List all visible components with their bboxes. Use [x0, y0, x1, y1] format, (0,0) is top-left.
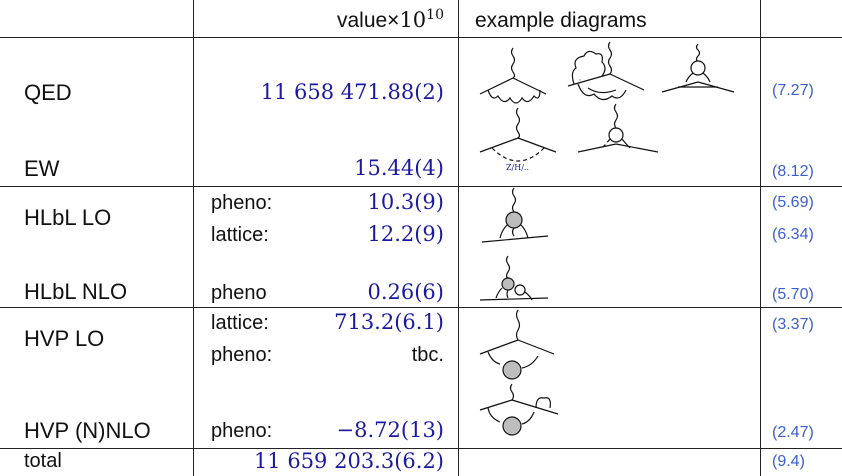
rule-hlbl-hvp — [0, 307, 842, 308]
value-hvp-nnlo: −8.72(13) — [336, 418, 444, 442]
rule-col1 — [193, 0, 194, 476]
sub-hlbl-lo-pheno: pheno: — [211, 192, 273, 214]
diagram-ew-label: Z/H/.. — [506, 163, 529, 172]
diagram-hvp-lo — [479, 309, 555, 380]
ref-hvp-lo-lattice: (3.37) — [772, 316, 814, 333]
label-qed: QED — [24, 80, 72, 105]
rule-top — [0, 37, 842, 38]
value-hlbl-nlo: 0.26(6) — [367, 280, 444, 304]
diagram-qed-3 — [661, 43, 735, 93]
ref-hlbl-lo-pheno: (5.69) — [772, 194, 814, 211]
value-hlbl-lo-lattice: 12.2(9) — [367, 222, 444, 246]
label-hvp-nnlo: HVP (N)NLO — [24, 418, 151, 443]
rule-col3 — [760, 0, 761, 476]
sub-hlbl-lo-lattice: lattice: — [211, 224, 269, 246]
sub-hvp-nnlo: pheno: — [211, 420, 273, 442]
label-total: total — [24, 450, 62, 472]
rule-ew-hlbl — [0, 186, 842, 187]
label-hvp-lo: HVP LO — [24, 326, 105, 351]
value-hvp-lo-lattice: 713.2(6.1) — [334, 310, 444, 334]
diagram-qed-2 — [567, 41, 645, 101]
header-value-base: 10 — [399, 8, 427, 32]
ref-hvp-nnlo: (2.47) — [772, 424, 814, 441]
rule-total — [0, 448, 842, 449]
label-hlbl-nlo: HLbL NLO — [24, 279, 128, 304]
header-value: value×1010 — [337, 7, 444, 33]
value-ew: 15.44(4) — [354, 156, 444, 180]
diagram-hlbl-nlo — [479, 255, 549, 301]
ref-ew: (8.12) — [772, 163, 814, 180]
header-value-exp: 10 — [426, 7, 444, 23]
value-qed: 11 658 471.88(2) — [260, 80, 444, 104]
header-value-prefix: value× — [336, 9, 400, 32]
sub-hvp-lo-pheno: pheno: — [211, 344, 273, 366]
diagram-hlbl-lo — [481, 187, 549, 243]
value-hlbl-lo-pheno: 10.3(9) — [367, 190, 444, 214]
ref-qed: (7.27) — [772, 82, 814, 99]
sub-hlbl-nlo: pheno — [211, 282, 267, 304]
diagram-hvp-nnlo — [479, 383, 559, 436]
diagram-ew-1: Z/H/.. — [479, 107, 557, 172]
diagram-qed-1 — [479, 47, 547, 104]
ref-total: (9.4) — [772, 453, 805, 470]
sub-hvp-lo-lattice: lattice: — [211, 312, 269, 334]
value-hvp-lo-pheno: tbc. — [411, 344, 444, 366]
rule-col2 — [458, 0, 459, 476]
diagram-ew-2 — [577, 103, 659, 153]
label-ew: EW — [24, 156, 60, 181]
label-hlbl-lo: HLbL LO — [24, 205, 112, 230]
value-total: 11 659 203.3(6.2) — [253, 449, 444, 473]
ref-hlbl-nlo: (5.70) — [772, 286, 814, 303]
ref-hlbl-lo-lattice: (6.34) — [772, 226, 814, 243]
header-diagrams: example diagrams — [475, 9, 647, 32]
